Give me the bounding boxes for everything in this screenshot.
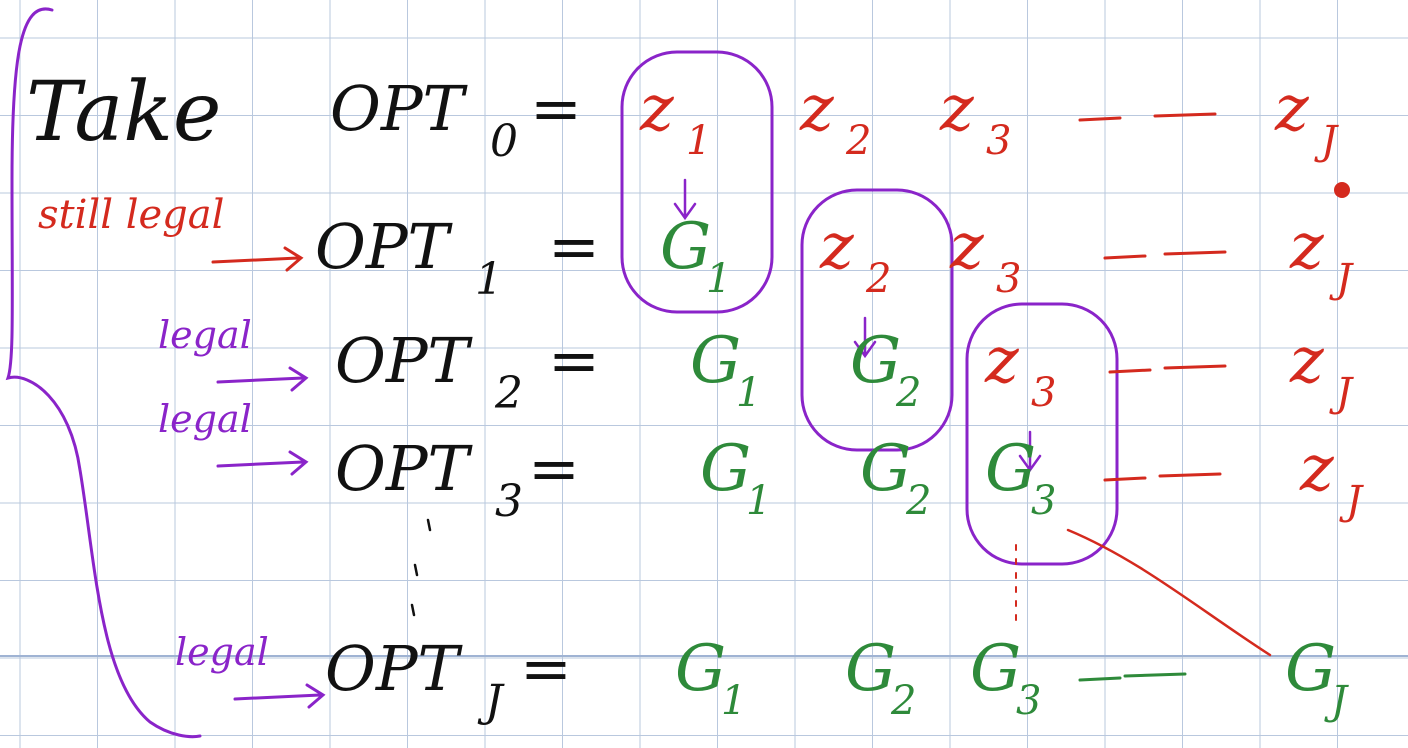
row-tag-label: still legal [38, 192, 224, 238]
ellipsis-dash [1163, 364, 1227, 370]
term-subscript: J [1314, 118, 1339, 164]
equals-sign: = [530, 72, 582, 145]
term-subscript: 2 [905, 478, 931, 524]
row-tag-label: legal [175, 630, 269, 674]
term-red: z [1289, 210, 1325, 284]
term-subscript: 2 [865, 256, 891, 302]
replace-arrow-icon [853, 316, 877, 359]
term-subscript: 1 [736, 370, 761, 416]
opt-subscript: 0 [490, 116, 518, 167]
opt-label: OPT [330, 72, 469, 145]
term-red: z [1299, 432, 1335, 506]
term-subscript: 3 [986, 118, 1011, 164]
tag-arrow-icon [216, 450, 309, 476]
term-green: G [850, 324, 901, 398]
term-green: G [675, 632, 726, 706]
highlight-loop [965, 302, 1119, 566]
term-green: G [970, 632, 1021, 706]
term-subscript: 1 [706, 256, 731, 302]
opt-subscript: 3 [495, 476, 523, 527]
term-subscript: J [1329, 370, 1354, 416]
opt-subscript: J [477, 676, 505, 727]
term-red: z [639, 72, 675, 146]
equals-sign: = [548, 210, 600, 283]
term-subscript: J [1329, 256, 1354, 302]
equals-sign: = [520, 632, 572, 705]
term-subscript: J [1339, 478, 1364, 524]
ellipsis-dash [1078, 116, 1122, 122]
opt-subscript: 1 [475, 254, 503, 305]
term-subscript: 3 [996, 256, 1021, 302]
term-red: z [949, 210, 985, 284]
term-subscript: 2 [845, 118, 871, 164]
term-subscript: 1 [686, 118, 711, 164]
left-brace [5, 7, 202, 739]
row-tag-label: legal [158, 397, 252, 441]
term-green: G [690, 324, 741, 398]
intro-word-take: Take [26, 65, 221, 160]
vertical-ellipsis-dot [426, 518, 432, 532]
ellipsis-dash [1103, 254, 1147, 260]
ellipsis-dash [1108, 368, 1152, 374]
term-subscript: 3 [1031, 478, 1056, 524]
highlight-loop [620, 50, 774, 314]
replace-arrow-icon [673, 178, 697, 221]
replace-arrow-icon [1018, 430, 1042, 473]
vertical-ellipsis-dot [413, 563, 419, 577]
tag-arrow-icon [211, 246, 304, 272]
opt-label: OPT [335, 432, 474, 505]
red-dot-marker [1334, 182, 1350, 198]
equals-sign: = [528, 432, 580, 505]
term-green: G [985, 432, 1036, 506]
tag-arrow-icon [216, 366, 309, 392]
term-green: G [700, 432, 751, 506]
term-red: z [939, 72, 975, 146]
term-red: z [819, 210, 855, 284]
opt-label: OPT [315, 210, 454, 283]
term-subscript: 3 [1016, 678, 1041, 724]
opt-subscript: 2 [494, 368, 523, 419]
equals-sign: = [548, 324, 600, 397]
term-subscript: 1 [721, 678, 746, 724]
ellipsis-dash [1163, 250, 1227, 256]
ellipsis-dash [1103, 476, 1147, 482]
term-green: G [860, 432, 911, 506]
highlight-loop [800, 188, 954, 452]
ellipsis-dash [1158, 472, 1222, 478]
vertical-ellipsis-dot [410, 603, 416, 617]
term-green: G [845, 632, 896, 706]
term-red: z [1274, 72, 1310, 146]
tag-arrow-icon [233, 683, 326, 709]
term-red: z [984, 324, 1020, 398]
term-subscript: 2 [895, 370, 921, 416]
ellipsis-dash [1123, 672, 1187, 678]
term-green: G [660, 210, 711, 284]
term-red: z [799, 72, 835, 146]
term-red: z [1289, 324, 1325, 398]
opt-label: OPT [325, 632, 464, 705]
term-subscript: 3 [1031, 370, 1056, 416]
term-subscript: 1 [746, 478, 771, 524]
ellipsis-dash [1078, 676, 1122, 682]
term-subscript: 2 [890, 678, 916, 724]
opt-label: OPT [335, 324, 474, 397]
term-green: G [1285, 632, 1336, 706]
ellipsis-dash [1153, 112, 1217, 118]
row-tag-label: legal [158, 313, 252, 357]
connector-curve [1066, 528, 1272, 657]
